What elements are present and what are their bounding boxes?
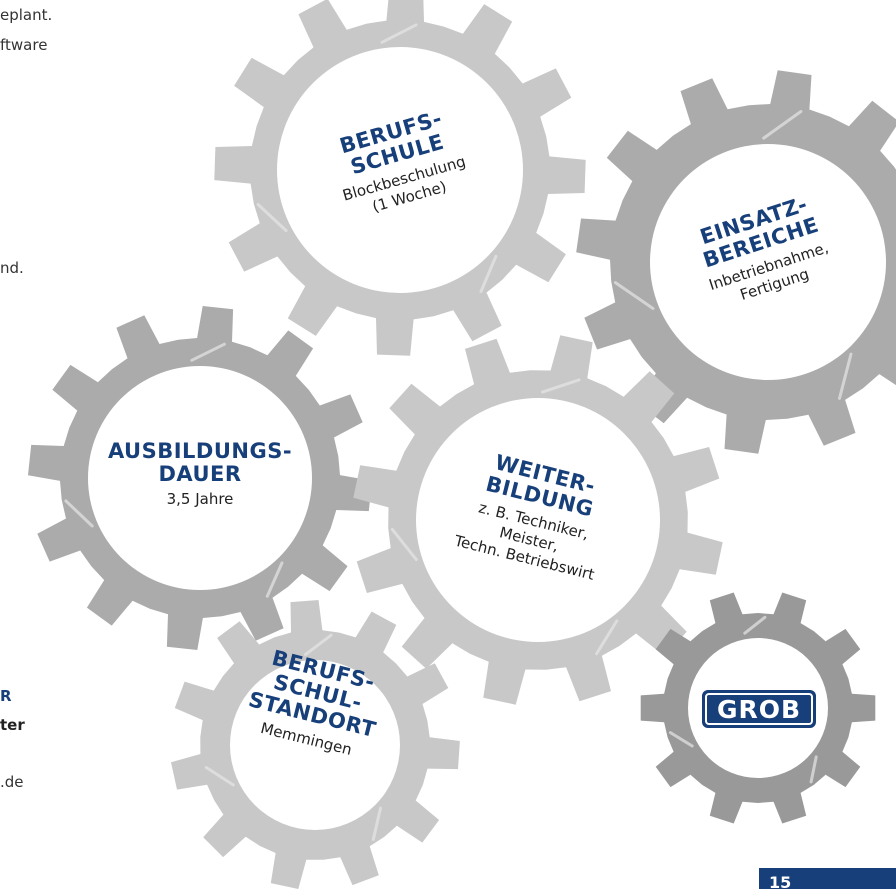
gear-ausbildungsdauer [28,306,372,650]
gear-berufsschulstandort-texture [304,633,333,656]
gear-berufsschulstandort-texture [204,766,235,787]
gear-berufsschule [214,0,586,356]
gear-weiterbildung-texture [541,378,581,394]
gear-weiterbildung-center [416,398,660,642]
gear-berufsschule-texture [380,23,418,44]
text-fragment: .de [0,773,24,791]
text-fragment: R [0,687,12,705]
gear-ausbildungsdauer-texture [64,499,94,528]
gear-einsatzbereiche-center [650,144,886,380]
gear-ausbildungsdauer-texture [265,561,284,598]
gear-ausbildungsdauer-texture [190,342,226,362]
gear-einsatzbereiche-texture [613,281,655,310]
text-fragment: ftware [0,36,48,54]
text-fragment: ter [0,716,25,734]
gear-berufsschulstandort-texture [371,806,382,841]
text-fragment: nd. [0,259,24,277]
gear-einsatzbereiche-texture [838,352,853,400]
gear-logo-texture [809,755,818,784]
gear-einsatzbereiche [576,70,896,454]
gear-berufsschule-texture [256,203,288,233]
grob-logo: GROB [702,690,816,728]
gear-label-ausbildungsdauer: AUSBILDUNGS- DAUER 3,5 Jahre [107,439,293,509]
gear-ausbildungsdauer-center [88,366,312,590]
gear-berufsschulstandort [171,600,460,889]
gear-weiterbildung [353,335,723,705]
text-fragment: eplant. [0,6,53,24]
page-number: 15 [759,868,896,889]
gear-logo-texture [668,731,694,748]
gear-weiterbildung-texture [390,527,418,562]
gear-logo-texture [743,615,767,635]
gear-berufsschule-texture [479,254,498,293]
gear-berufsschule-center [277,47,523,293]
gear-einsatzbereiche-texture [762,110,803,140]
gear-weiterbildung-texture [595,619,619,656]
gear-berufsschulstandort-center [230,660,400,830]
